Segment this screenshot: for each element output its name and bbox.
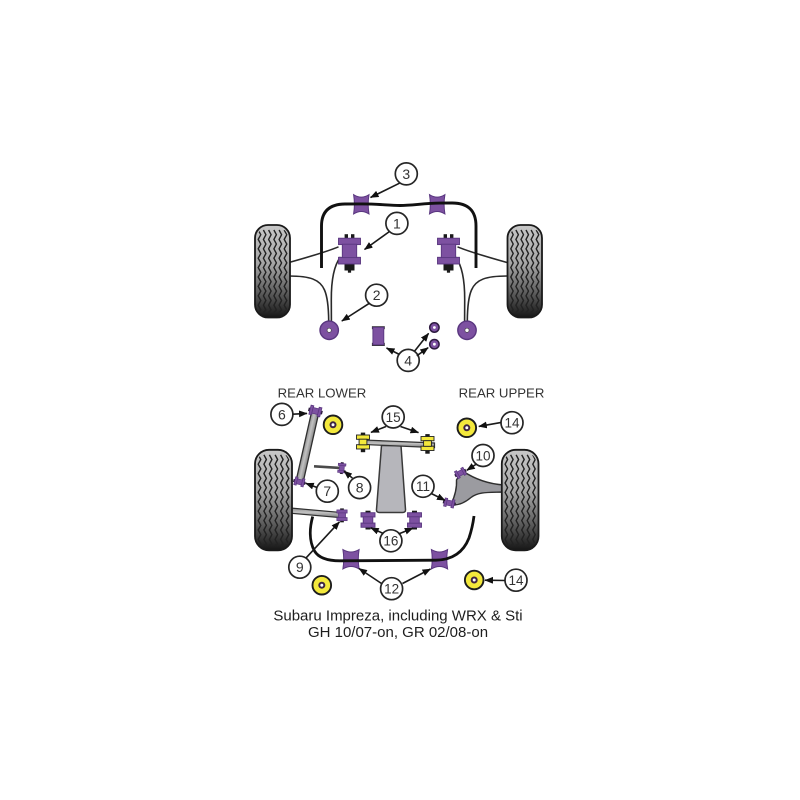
svg-text:2: 2 bbox=[373, 287, 381, 303]
svg-text:14: 14 bbox=[508, 573, 524, 588]
svg-text:REAR LOWER: REAR LOWER bbox=[278, 386, 367, 401]
svg-text:14: 14 bbox=[504, 415, 520, 430]
svg-text:REAR UPPER: REAR UPPER bbox=[459, 386, 545, 401]
svg-text:10: 10 bbox=[475, 448, 490, 463]
svg-text:16: 16 bbox=[383, 534, 398, 549]
svg-text:4: 4 bbox=[404, 352, 412, 368]
svg-text:9: 9 bbox=[296, 559, 304, 575]
svg-text:7: 7 bbox=[323, 483, 331, 499]
svg-text:1: 1 bbox=[393, 215, 401, 231]
svg-text:6: 6 bbox=[278, 406, 286, 422]
svg-text:Subaru Impreza, including WRX: Subaru Impreza, including WRX & Sti bbox=[273, 608, 522, 625]
svg-text:12: 12 bbox=[384, 581, 399, 596]
svg-text:8: 8 bbox=[356, 480, 364, 496]
svg-text:11: 11 bbox=[416, 479, 430, 494]
svg-text:3: 3 bbox=[402, 166, 410, 182]
svg-text:15: 15 bbox=[386, 410, 401, 425]
svg-text:GH 10/07-on, GR 02/08-on: GH 10/07-on, GR 02/08-on bbox=[308, 624, 488, 641]
